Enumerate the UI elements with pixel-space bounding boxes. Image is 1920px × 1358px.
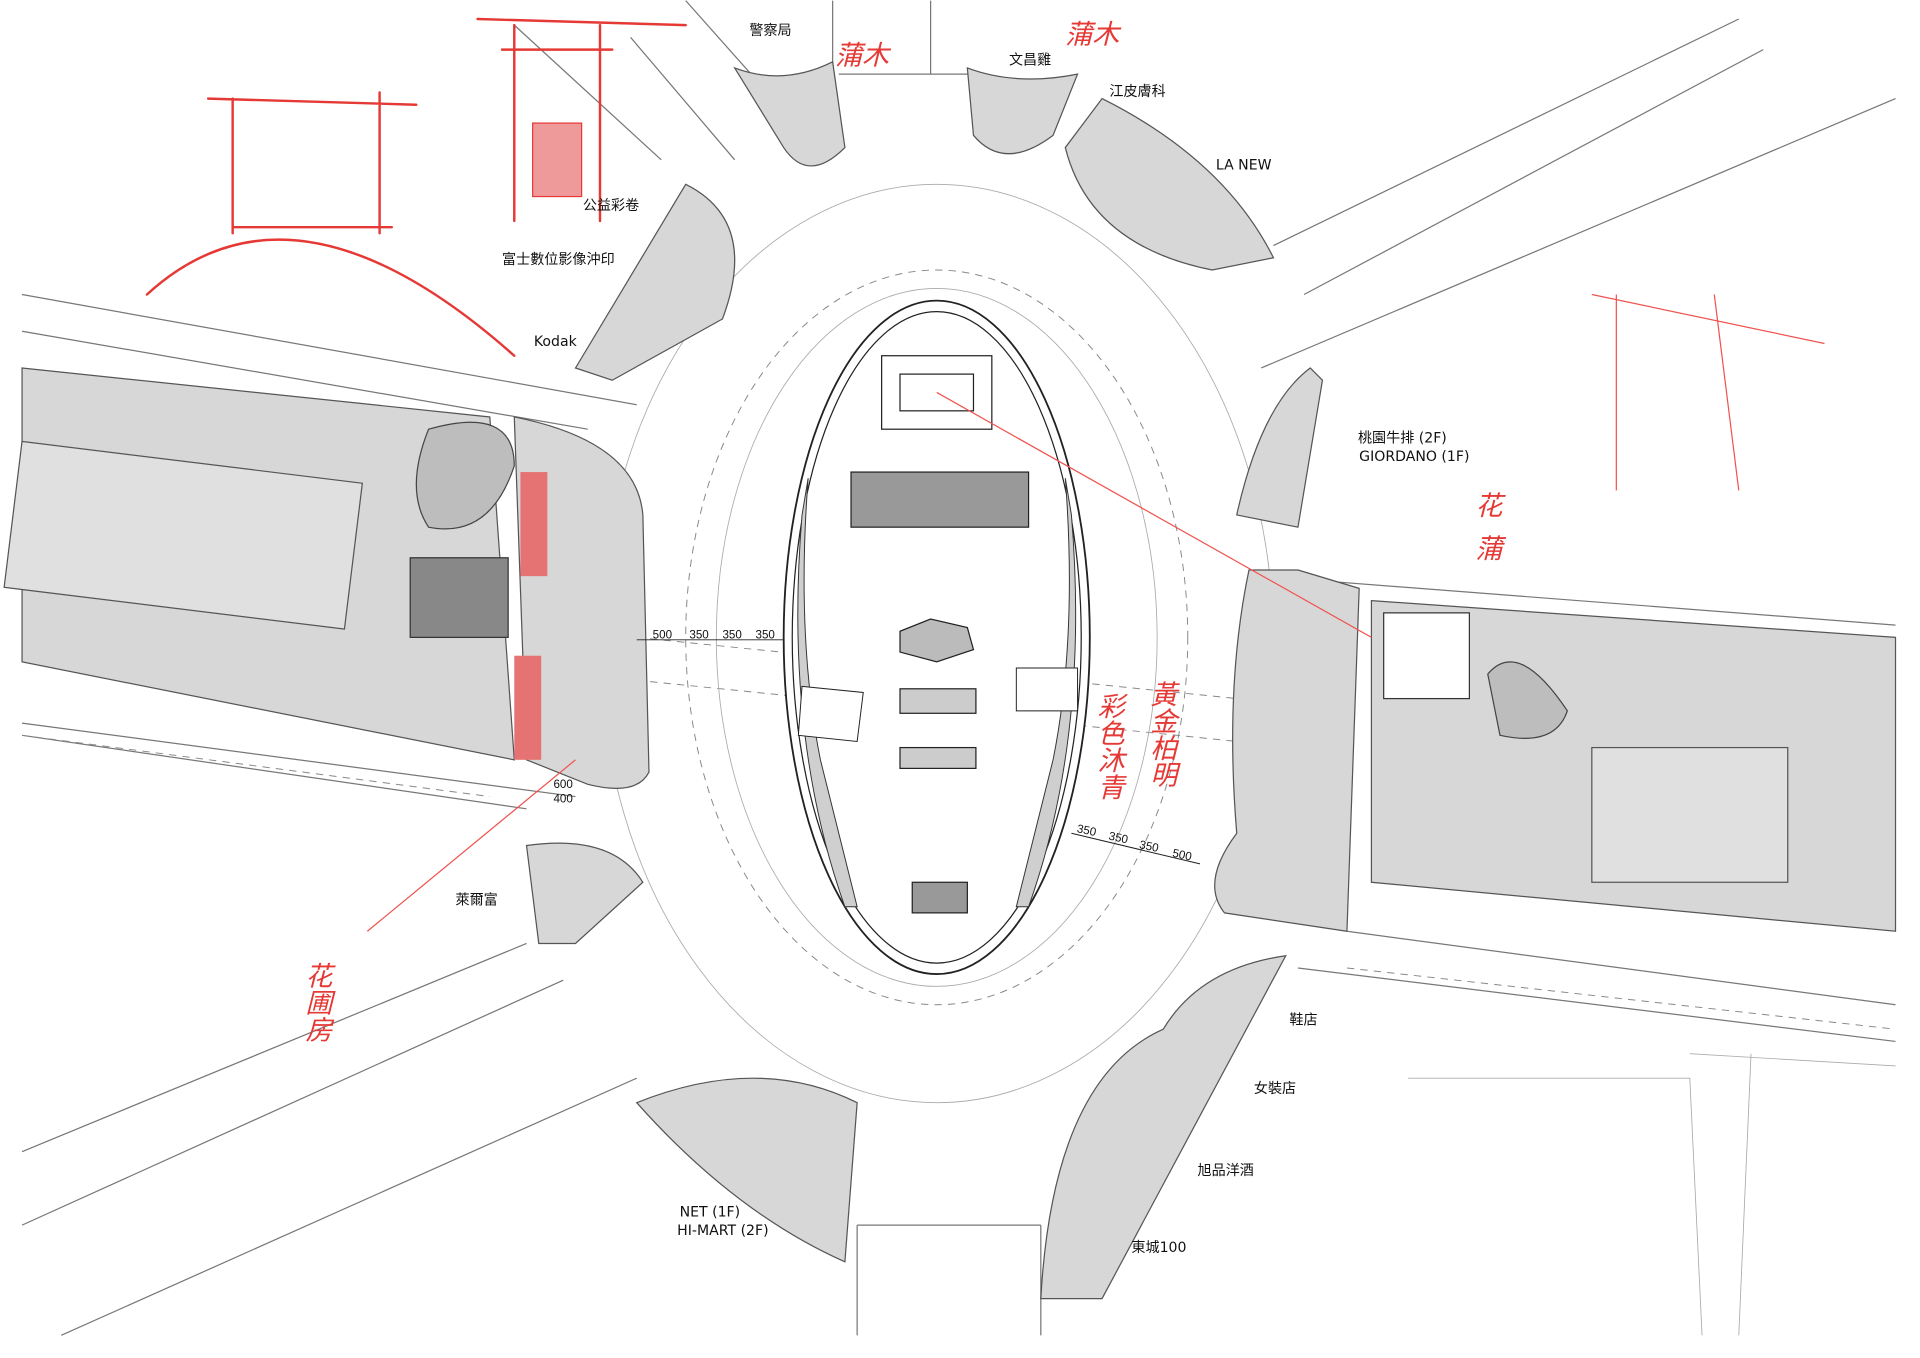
red-markups: [145, 17, 1825, 932]
note-top-right: 蒲木: [1065, 19, 1122, 50]
dim-east-4: 500: [1171, 847, 1193, 864]
label-himart: HI-MART (2F): [677, 1223, 768, 1239]
dimension-annotations: 500 350 350 350 600 400 350 350 350 500: [553, 629, 1201, 865]
label-lanew: LA NEW: [1216, 158, 1272, 174]
label-police: 警察局: [749, 22, 791, 39]
label-derma: 江皮膚科: [1109, 84, 1165, 100]
note-east-mid2: 黃金柏明: [1145, 680, 1176, 788]
label-womens: 女裝店: [1254, 1080, 1296, 1097]
handwritten-notes: 蒲木 蒲木 花 蒲 彩色沐青 黃金柏明 花圃房: [300, 19, 1506, 1042]
roundabout: [599, 183, 1274, 1104]
shop-labels: 警察局 文昌雞 江皮膚科 LA NEW 公益彩卷 富士數位影像沖印 Kodak …: [456, 22, 1470, 1256]
label-dongcheng: 東城100: [1131, 1240, 1186, 1256]
label-liquor: 旭品洋酒: [1198, 1163, 1254, 1179]
dim-west-4: 350: [756, 629, 776, 642]
label-net: NET (1F): [680, 1205, 741, 1221]
dim-west-2: 350: [689, 629, 709, 642]
dim-cross-1: 600: [553, 778, 573, 791]
dim-east-3: 350: [1138, 838, 1160, 855]
label-kodak: Kodak: [534, 334, 578, 350]
dim-west-3: 350: [722, 629, 742, 642]
label-steak: 桃園牛排 (2F): [1358, 431, 1447, 447]
label-fuji: 富士數位影像沖印: [502, 251, 615, 268]
note-east-top2: 蒲: [1476, 534, 1507, 565]
label-wenchang: 文昌雞: [1009, 52, 1051, 68]
note-east-top: 花: [1476, 491, 1507, 522]
note-top-left: 蒲木: [835, 40, 892, 71]
label-lottery: 公益彩卷: [583, 198, 639, 214]
label-shoes: 鞋店: [1289, 1012, 1317, 1028]
note-east-mid1: 彩色沐青: [1093, 692, 1124, 800]
planter-islands: [3, 60, 1897, 1300]
dim-west-1: 500: [653, 629, 673, 642]
dim-east-1: 350: [1076, 822, 1098, 839]
label-hilife: 萊爾富: [456, 891, 498, 908]
label-giordano: GIORDANO (1F): [1359, 449, 1469, 465]
dim-cross-2: 400: [553, 793, 573, 806]
dim-east-2: 350: [1108, 830, 1130, 847]
note-southwest: 花圃房: [300, 962, 331, 1043]
